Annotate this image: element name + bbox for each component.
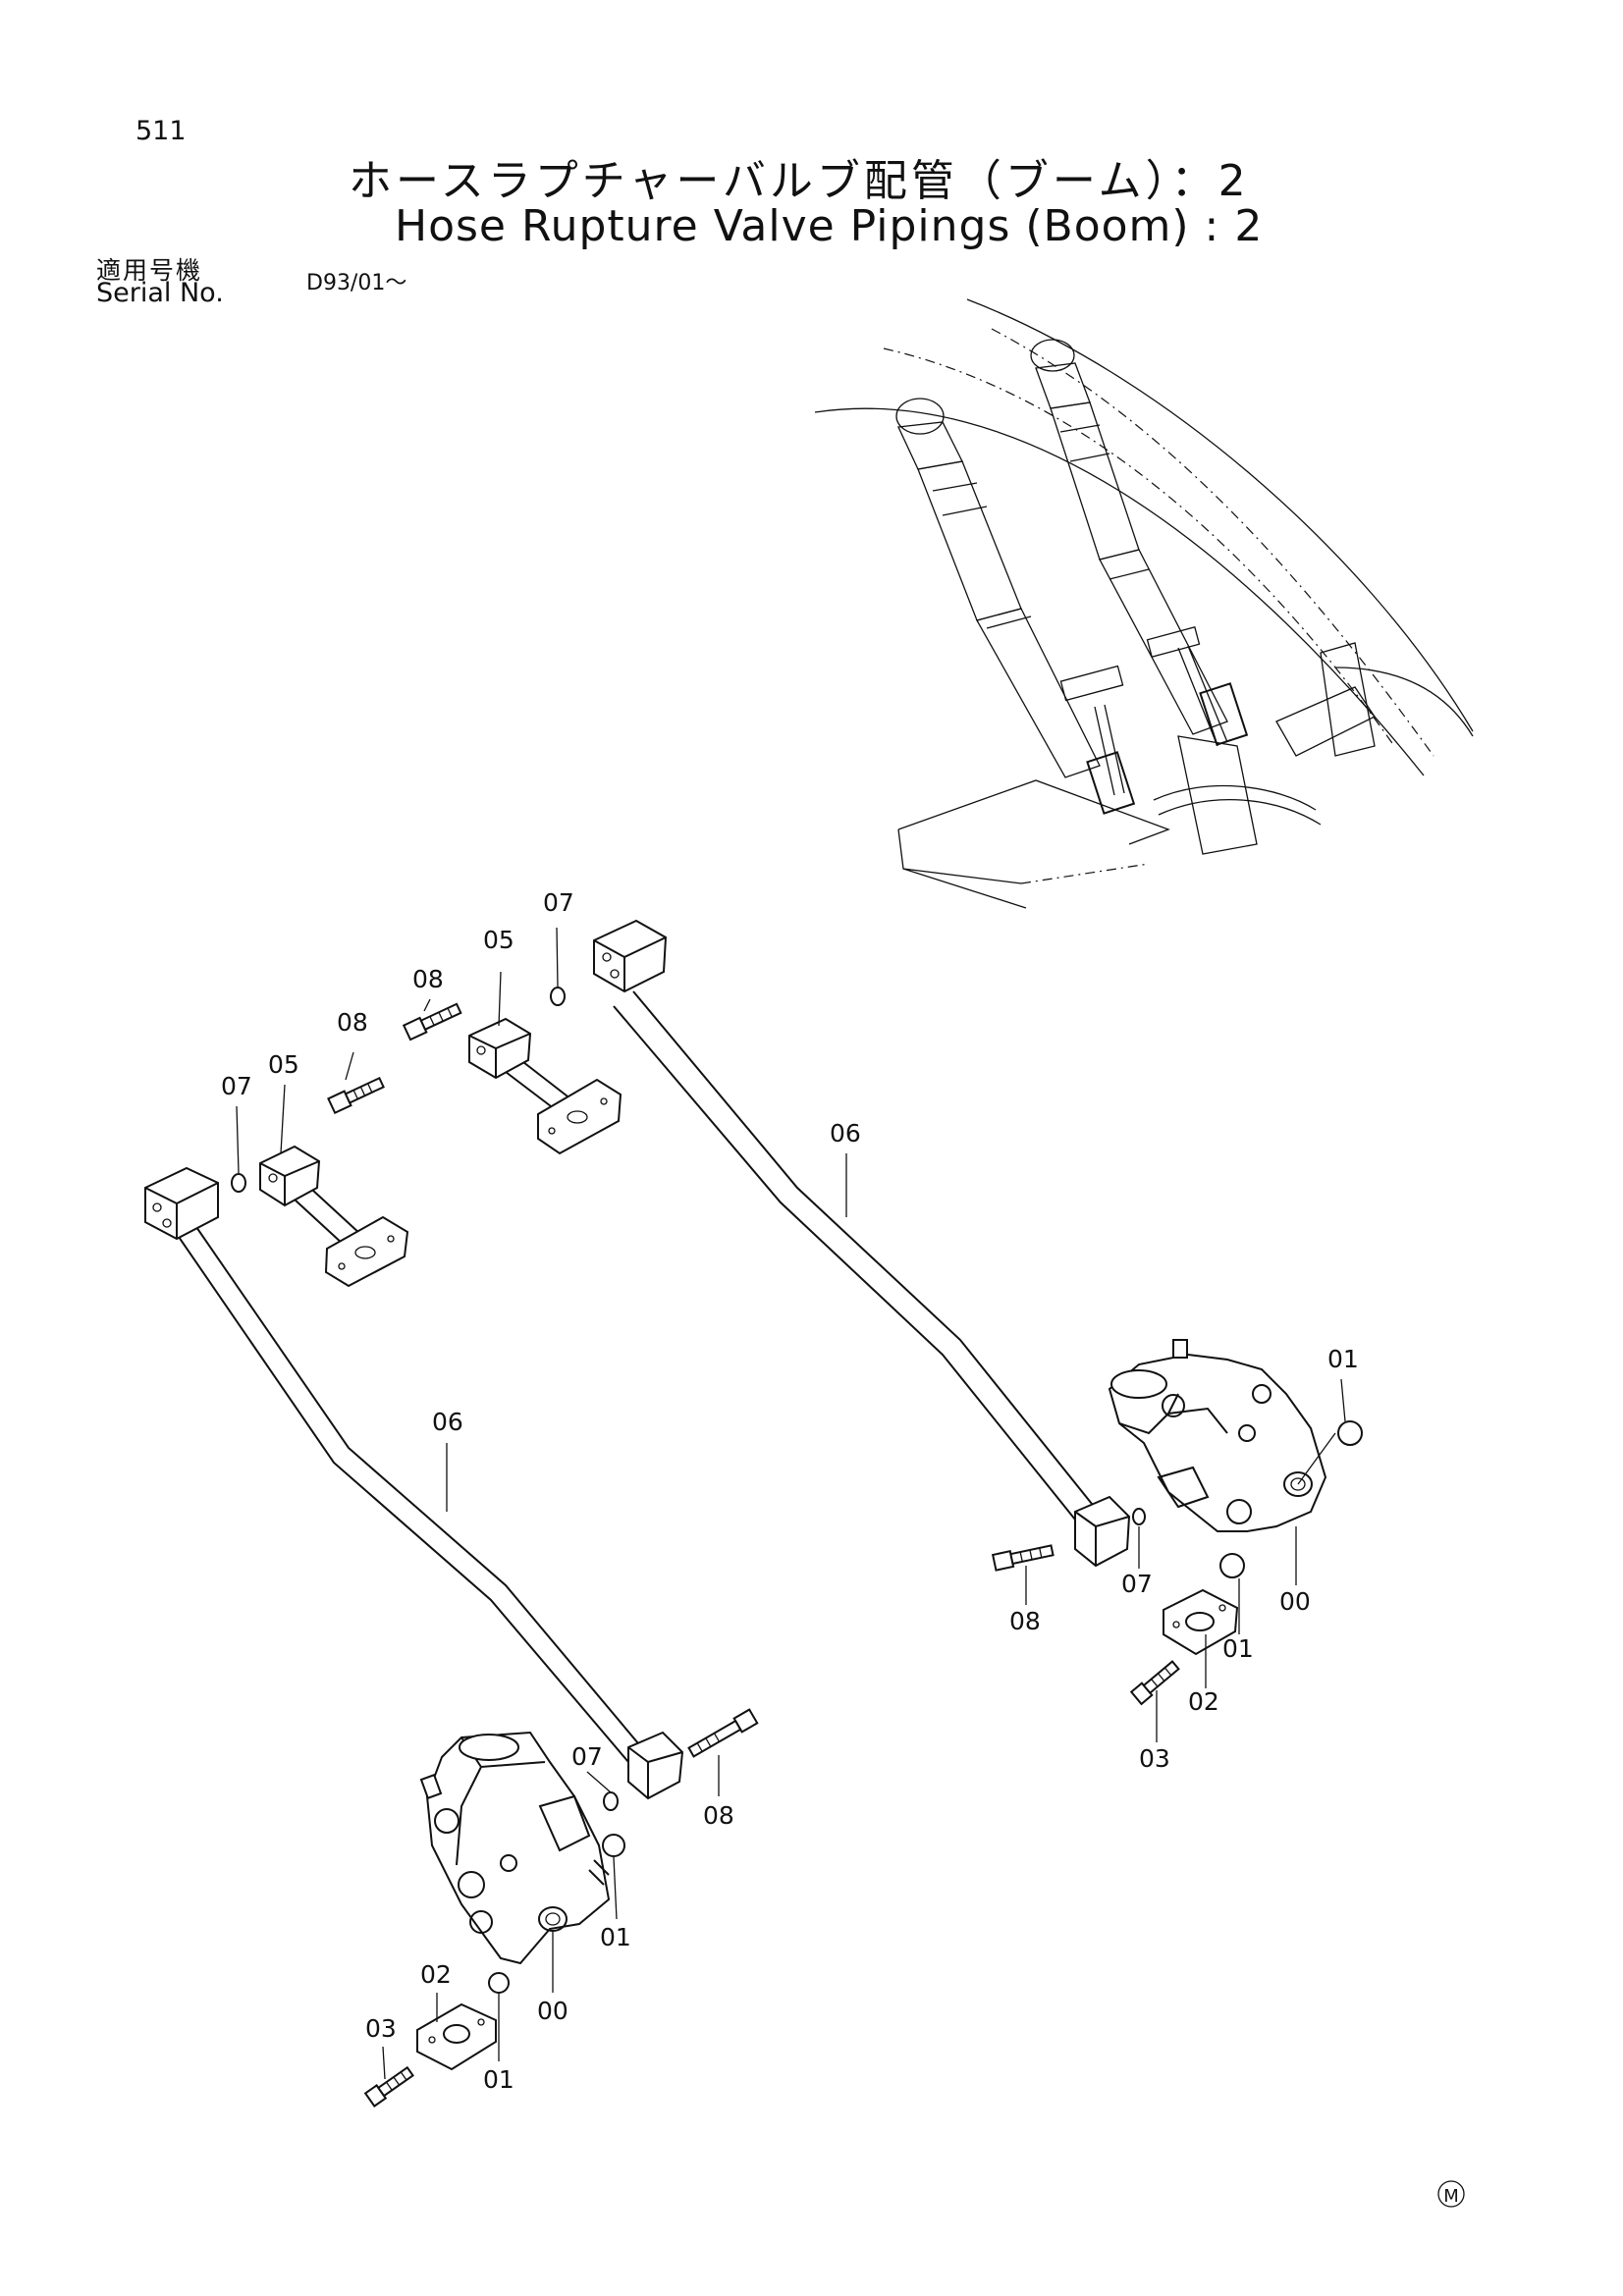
callout-08: 08 (337, 1008, 368, 1037)
title-english: Hose Rupture Valve Pipings (Boom) : 2 (395, 201, 1264, 251)
boom-cylinder-right (1030, 339, 1228, 735)
o-ring-01-b (488, 1972, 510, 1994)
callout-05: 05 (483, 926, 514, 954)
bolt-08 (327, 1076, 385, 1115)
callout-08: 08 (1009, 1607, 1041, 1635)
callout-01: 01 (483, 2065, 514, 2094)
valve-00-right (1108, 1339, 1327, 1532)
serial-label-english: Serial No. (96, 278, 224, 308)
bolt-08-right-lower (991, 1544, 1055, 1572)
callout-01: 01 (600, 1923, 631, 1951)
pipe-05-right (468, 1017, 622, 1155)
title-japanese: ホースラプチャーバルブ配管（ブーム）：2 (349, 156, 1250, 206)
callout-05: 05 (268, 1050, 299, 1079)
callout-02: 02 (420, 1960, 452, 1989)
bolt-08-right (402, 1002, 462, 1041)
bolt-08-lower (687, 1708, 759, 1758)
o-ring-07-right (550, 987, 566, 1006)
bolt-03-right (1129, 1660, 1180, 1706)
boom-cylinder-left (895, 398, 1101, 778)
page-number: 511 (135, 116, 187, 146)
callout-06: 06 (432, 1408, 463, 1436)
right-assembly (402, 919, 1363, 1706)
callout-08: 08 (703, 1801, 734, 1830)
callout-03: 03 (365, 2014, 397, 2043)
o-ring-07-right-lower (1132, 1508, 1146, 1525)
pipe-06-left (144, 1166, 684, 1800)
o-ring-07-lower (603, 1791, 619, 1811)
callout-08: 08 (412, 965, 444, 993)
valve-00-left (419, 1731, 611, 1965)
m-mark-letter: M (1443, 2186, 1459, 2207)
pipe-06-right (593, 919, 1131, 1568)
callout-00: 00 (537, 1997, 568, 2025)
o-ring-01-a (602, 1834, 625, 1857)
overview-illustration (814, 298, 1474, 909)
o-ring-07 (231, 1173, 246, 1193)
leader-lines (236, 927, 1346, 2080)
flange-02-left (416, 2002, 497, 2071)
callout-labels: 07 05 08 08 05 07 06 06 01 00 01 02 03 0… (221, 888, 1359, 2094)
serial-value: D93/01～ (306, 271, 407, 295)
callout-07: 07 (543, 888, 574, 917)
callout-06: 06 (830, 1119, 861, 1148)
callout-02: 02 (1188, 1687, 1219, 1716)
o-ring-01-c (1337, 1420, 1363, 1446)
bolt-03-left (363, 2065, 414, 2108)
o-ring-01-d (1219, 1553, 1245, 1578)
left-assembly (144, 1076, 759, 2108)
serial-label-japanese: 適用号機 (96, 256, 203, 285)
pipe-05-left (259, 1145, 409, 1288)
m-mark: M (1437, 2180, 1465, 2208)
callout-07: 07 (1121, 1570, 1153, 1598)
callout-03: 03 (1139, 1744, 1170, 1773)
callout-01: 01 (1327, 1345, 1359, 1373)
callout-00: 00 (1279, 1587, 1311, 1616)
callout-01: 01 (1222, 1634, 1254, 1663)
flange-02-right (1163, 1588, 1239, 1656)
callout-07: 07 (571, 1742, 603, 1771)
callout-07: 07 (221, 1072, 252, 1100)
